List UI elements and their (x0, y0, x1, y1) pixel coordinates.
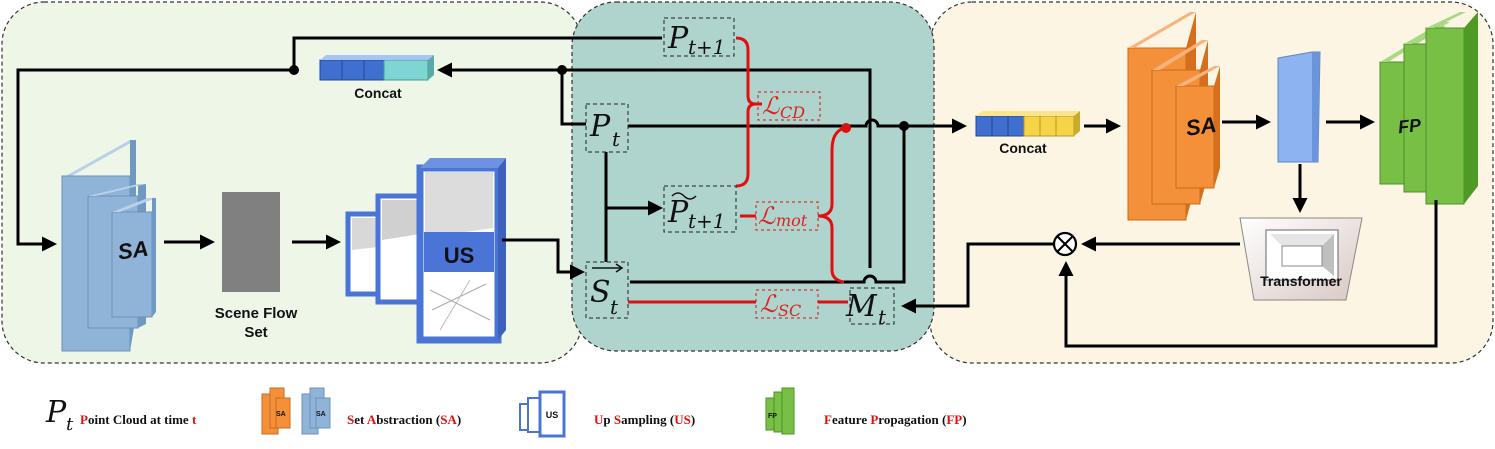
legend-sa-blue-icon: SA (301, 387, 331, 435)
loss-mot: ℒ mot (755, 201, 819, 231)
transformer-label: Transformer (1260, 273, 1342, 289)
scene-flow-label-2: Set (244, 324, 267, 341)
junction-dot-3 (899, 121, 909, 131)
svg-text:SA: SA (316, 411, 326, 418)
fp-block: FP (1379, 12, 1478, 205)
node-p-t1: P t+1 (663, 17, 735, 59)
concat-block-left (319, 55, 434, 81)
svg-text:t+1: t+1 (688, 209, 726, 233)
svg-text:SA: SA (276, 411, 286, 418)
middle-panel (571, 1, 935, 352)
concat-right-label: Concat (999, 140, 1047, 156)
junction-dot-2 (557, 65, 567, 75)
node-m-t: M t (845, 287, 895, 329)
svg-text:P: P (589, 109, 611, 144)
svg-text:S: S (590, 275, 611, 310)
node-p-tilde: P t+1 (663, 185, 737, 233)
svg-text:P: P (667, 21, 689, 56)
node-s-t: S t (585, 261, 629, 319)
svg-text:ℒ: ℒ (762, 92, 780, 120)
fp-label: FP (1397, 115, 1423, 137)
loss-sc: ℒ SC (755, 289, 819, 320)
legend-sa-orange-icon: SA (261, 387, 291, 435)
svg-text:SC: SC (778, 301, 801, 320)
svg-text:t: t (878, 305, 887, 329)
red-junction-dot (841, 123, 851, 133)
sa-right-label: SA (1184, 112, 1218, 141)
svg-text:CD: CD (780, 103, 805, 122)
legend-us-icon: US (519, 390, 566, 438)
red-connectors (628, 36, 848, 304)
svg-text:FP: FP (768, 413, 777, 420)
svg-text:Up Sampling (US): Up Sampling (US) (594, 412, 695, 427)
node-p-t: P t (585, 103, 629, 153)
svg-text:M: M (845, 289, 878, 324)
svg-text:t: t (66, 414, 74, 435)
transformer-block (1239, 217, 1363, 301)
us-block: US (345, 158, 506, 344)
scene-flow-label-1: Scene Flow (215, 305, 298, 322)
svg-text:ℒ: ℒ (760, 290, 778, 318)
concat-left-label: Concat (354, 85, 402, 101)
svg-text:ℒ: ℒ (758, 202, 776, 230)
svg-text:US: US (546, 410, 559, 420)
sa-left-label: SA (116, 236, 150, 265)
svg-text:mot: mot (776, 211, 808, 230)
loss-cd: ℒ CD (757, 91, 821, 122)
svg-text:t: t (610, 295, 619, 319)
svg-text:Set Abstraction (SA): Set Abstraction (SA) (347, 412, 461, 427)
sa-block-left: SA (61, 140, 156, 352)
legend: P t Point Cloud at time t SA SA Set Abst… (45, 387, 967, 438)
legend-fp-icon: FP (765, 387, 795, 435)
svg-text:P: P (667, 195, 689, 230)
legend-pt-symbol: P (45, 395, 67, 430)
scene-flow-set-block (222, 192, 280, 292)
junction-dot-1 (289, 65, 299, 75)
sa-block-right: SA (1127, 12, 1220, 221)
us-label: US (444, 243, 475, 268)
svg-text:Point Cloud at time t: Point Cloud at time t (80, 412, 197, 427)
svg-text:t+1: t+1 (688, 35, 726, 59)
svg-text:t: t (612, 127, 621, 151)
concat-block-right (975, 111, 1080, 137)
svg-text:Feature Propagation (FP): Feature Propagation (FP) (824, 412, 967, 427)
black-connectors (16, 36, 1438, 348)
